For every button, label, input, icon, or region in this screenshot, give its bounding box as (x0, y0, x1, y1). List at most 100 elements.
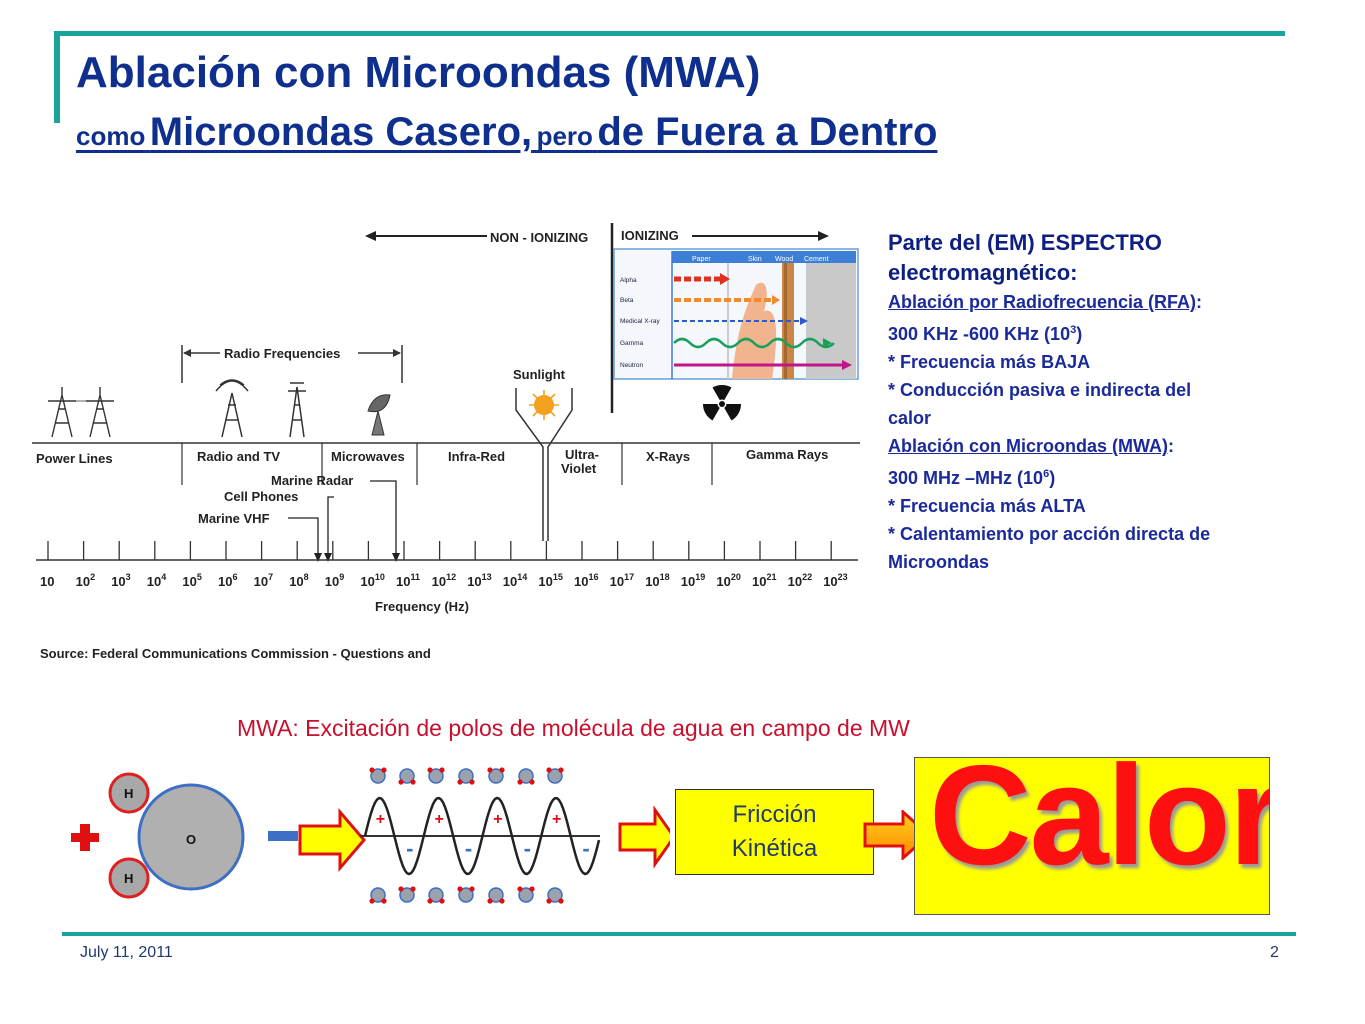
tick-label: 1015 (538, 572, 562, 589)
positive-pole-icon (71, 824, 99, 851)
side-heading-2: electromagnético: (888, 260, 1078, 285)
tick-base: 10 (289, 574, 303, 589)
mini-water-molecule (457, 768, 475, 785)
mini-water-molecule (546, 887, 564, 904)
tick-exponent: 22 (802, 572, 812, 582)
rfa-close-paren: ) (1076, 324, 1083, 344)
tick-base: 10 (752, 574, 766, 589)
tick-label: 103 (111, 572, 130, 589)
radiation-symbol-icon (702, 384, 742, 424)
mini-water-molecule (517, 886, 535, 903)
tick-exponent: 5 (197, 572, 202, 582)
tick-exponent: 18 (660, 572, 670, 582)
slide-title: Ablación con Microondas (MWA) (76, 48, 761, 97)
wave-minus-sign: - (406, 836, 413, 861)
hydrogen-atom-top (108, 772, 150, 814)
tick-base: 10 (396, 574, 410, 589)
tick-base: 10 (716, 574, 730, 589)
tick-exponent: 20 (731, 572, 741, 582)
tick-base: 10 (503, 574, 517, 589)
tick-base: 10 (645, 574, 659, 589)
mwa-exponent: 6 (1043, 468, 1050, 480)
radio-tower-icon (215, 379, 249, 438)
side-heading-1: Parte del (EM) ESPECTRO (888, 230, 1162, 255)
wave-minus-sign: - (524, 836, 531, 861)
tick-exponent: 10 (375, 572, 385, 582)
mini-water-molecule (369, 887, 387, 904)
hydrogen-label-top: H (124, 786, 133, 801)
mwa-range-line: 300 MHz –MHz (106) (888, 460, 1328, 492)
tick-label: 1020 (716, 572, 740, 589)
particle-medical-xray: Medical X-ray (620, 318, 660, 325)
tick-exponent: 4 (161, 572, 166, 582)
tick-exponent: 14 (517, 572, 527, 582)
wave-plus-sign: + (434, 811, 443, 828)
rfa-point-2b: calor (888, 408, 932, 428)
tick-label: 106 (218, 572, 237, 589)
negative-pole-icon (268, 831, 298, 841)
penetration-inset: Paper Skin Wood Cement Alpha Beta Medica… (613, 248, 859, 380)
tick-label: 1018 (645, 572, 669, 589)
rfa-title: Ablación por Radiofrecuencia (RFA) (888, 292, 1197, 312)
tick-exponent: 6 (232, 572, 237, 582)
tick-label: 107 (254, 572, 273, 589)
tick-label: 1022 (788, 572, 812, 589)
cell-tower-icon (288, 382, 306, 438)
mwa-point-2b: Microondas (888, 552, 990, 572)
tick-exponent: 2 (90, 572, 95, 582)
arrow-to-friction-icon (618, 805, 670, 869)
penetration-cement: Cement (804, 256, 829, 263)
wave-plus-sign: + (376, 811, 385, 828)
top-accent-line (55, 31, 1285, 36)
rfa-point-1: * Frecuencia más BAJA (888, 352, 1091, 372)
mwa-point-1: * Frecuencia más ALTA (888, 496, 1086, 516)
power-tower-icon (48, 387, 114, 438)
tick-label: 10 (40, 574, 54, 589)
rfa-point-2a: * Conducción pasiva e indirecta del (888, 380, 1192, 400)
particle-alpha: Alpha (620, 277, 637, 284)
tick-label: 1010 (360, 572, 384, 589)
band-microwaves: Microwaves (331, 449, 405, 464)
tick-exponent: 16 (588, 572, 598, 582)
mwa-title-line: Ablación con Microondas (MWA): (888, 432, 1328, 460)
tick-base: 10 (325, 574, 339, 589)
band-infrared: Infra-Red (448, 449, 505, 464)
heat-box: Calor (914, 757, 1270, 915)
oxygen-label: O (186, 832, 196, 847)
friction-line-1: Fricción (732, 801, 817, 828)
tick-exponent: 15 (553, 572, 563, 582)
mini-water-molecule (487, 887, 505, 904)
subtitle-part-como: como (76, 121, 146, 151)
tick-base: 10 (681, 574, 695, 589)
source-note: Source: Federal Communications Commissio… (40, 646, 431, 661)
particle-gamma: Gamma (620, 340, 644, 347)
tick-base: 10 (254, 574, 268, 589)
rfa-range-line: 300 KHz -600 KHz (103) (888, 316, 1328, 348)
page-number: 2 (1270, 944, 1279, 961)
band-radio-tv: Radio and TV (197, 449, 280, 464)
heat-label: Calor (929, 757, 1270, 895)
non-ionizing-label: NON - IONIZING (490, 230, 588, 245)
tick-base: 10 (574, 574, 588, 589)
tick-label: 1014 (503, 572, 527, 589)
wave-plus-sign: + (552, 811, 561, 828)
penetration-skin: Skin (748, 256, 762, 263)
wave-plus-sign: + (493, 811, 502, 828)
band-ultraviolet-line2: Violet (561, 461, 597, 476)
tick-base: 10 (147, 574, 161, 589)
rfa-range: 300 KHz -600 KHz (10 (888, 324, 1071, 344)
band-gamma-rays: Gamma Rays (746, 447, 828, 462)
tick-label: 1016 (574, 572, 598, 589)
penetration-wood: Wood (775, 256, 793, 263)
tick-exponent: 21 (766, 572, 776, 582)
tick-exponent: 17 (624, 572, 634, 582)
mini-water-molecule (398, 886, 416, 903)
hydrogen-atom-bottom (108, 857, 150, 899)
subtitle-part-casero: Microondas Casero, (149, 110, 533, 154)
mwa-colon: : (1168, 436, 1175, 456)
device-marine-vhf: Marine VHF (198, 511, 270, 526)
mini-water-molecule (398, 768, 416, 785)
tick-base: 10 (823, 574, 837, 589)
tick-base: 10 (788, 574, 802, 589)
sunlight-label: Sunlight (513, 367, 566, 382)
